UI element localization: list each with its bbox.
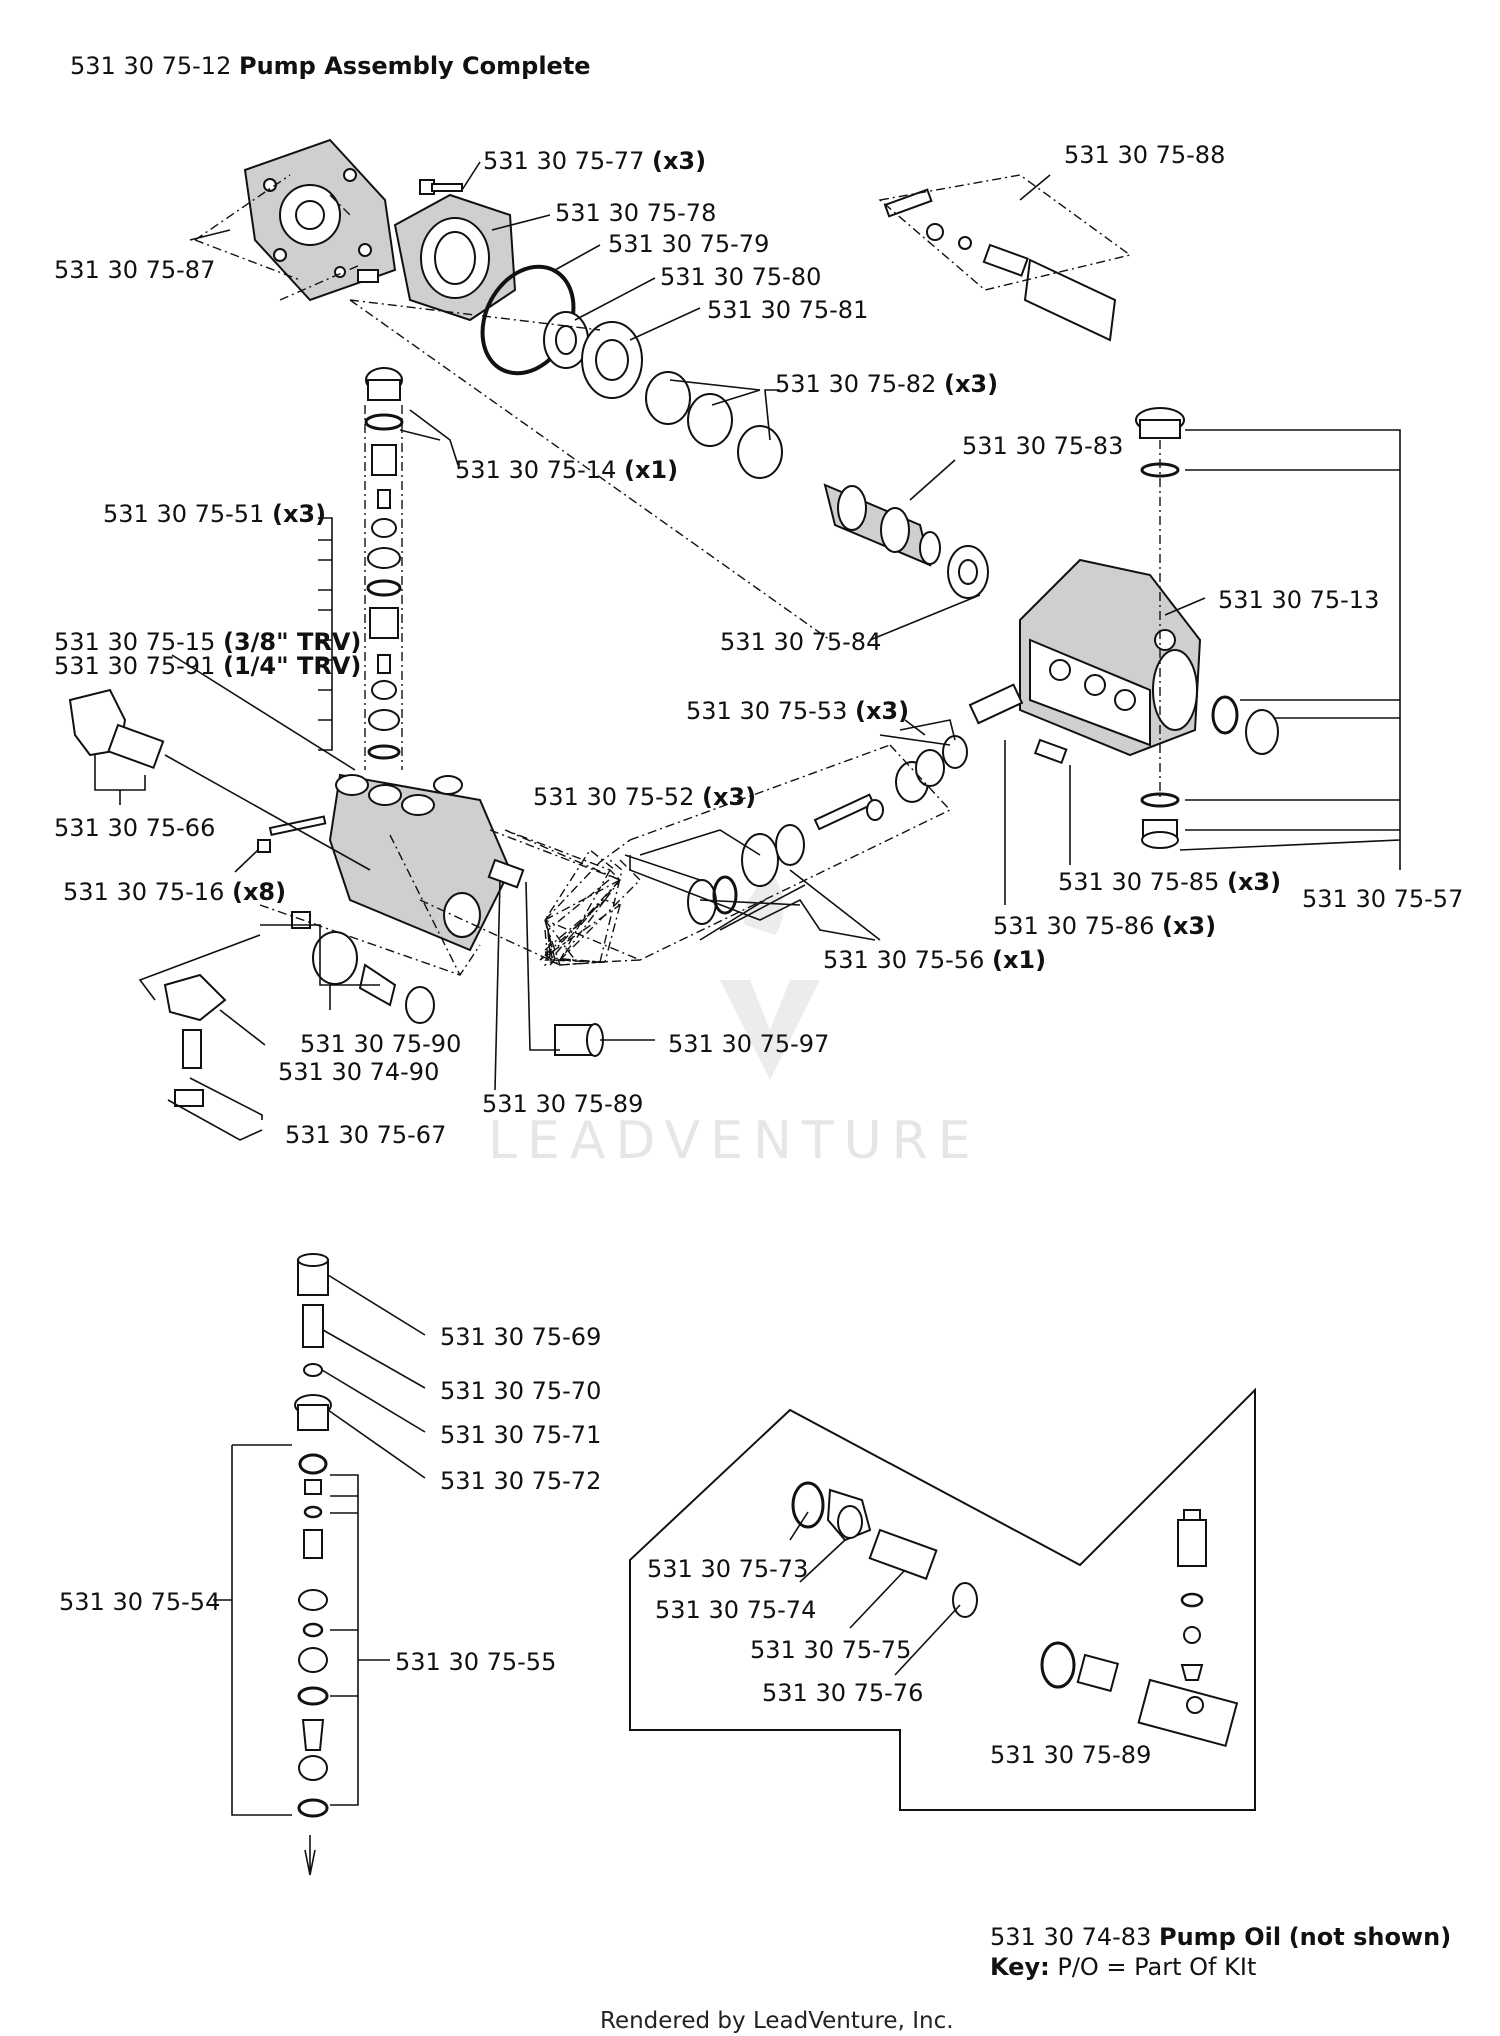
footer-credit: Rendered by LeadVenture, Inc. xyxy=(600,2008,954,2034)
label-531-30-75-90: 531 30 75-90 xyxy=(300,1030,461,1058)
leadventure-watermark: LEADVENTURE xyxy=(488,860,981,1171)
label-531-30-75-15: 531 30 75-15 (3/8" TRV) xyxy=(54,628,361,656)
label-531-30-75-73: 531 30 75-73 xyxy=(647,1555,808,1583)
label-531-30-75-52: 531 30 75-52 (x3) xyxy=(533,783,756,811)
pump-oil-note: 531 30 74-83 Pump Oil (not shown) xyxy=(990,1923,1451,1951)
side-plug xyxy=(1211,695,1279,755)
label-531-30-75-82: 531 30 75-82 (x3) xyxy=(775,370,998,398)
label-531-30-75-76: 531 30 75-76 xyxy=(762,1679,923,1707)
label-531-30-75-87: 531 30 75-87 xyxy=(54,256,215,284)
thermal-relief-parts xyxy=(163,973,227,1107)
outlet-fitting xyxy=(554,1023,604,1057)
connecting-rods xyxy=(645,371,783,479)
oil-seal xyxy=(543,311,589,369)
label-531-30-75-81: 531 30 75-81 xyxy=(707,296,868,324)
part-labels: 531 30 75-77 (x3) 531 30 75-78 531 30 75… xyxy=(54,141,1463,1769)
notes: 531 30 74-83 Pump Oil (not shown) Key: P… xyxy=(990,1923,1451,1981)
bearing-flange xyxy=(393,193,517,322)
label-531-30-75-83: 531 30 75-83 xyxy=(962,432,1123,460)
leader-lines-upper xyxy=(94,161,1401,1141)
label-531-30-75-88: 531 30 75-88 xyxy=(1064,141,1225,169)
label-531-30-75-67: 531 30 75-67 xyxy=(285,1121,446,1149)
label-531-30-75-84: 531 30 75-84 xyxy=(720,628,881,656)
end-plate xyxy=(243,138,397,302)
sight-glass-kit xyxy=(883,188,1117,342)
label-531-30-75-85: 531 30 75-85 (x3) xyxy=(1058,868,1281,896)
ball-bearing xyxy=(581,321,643,399)
unloader-valve-stack xyxy=(294,1253,332,1876)
label-531-30-75-91: 531 30 75-91 (1/4" TRV) xyxy=(54,652,361,680)
crankcase xyxy=(1019,558,1202,757)
title-part: 531 30 75-12 xyxy=(70,52,231,80)
label-531-30-75-13: 531 30 75-13 xyxy=(1218,586,1379,614)
label-531-30-75-51: 531 30 75-51 (x3) xyxy=(103,500,326,528)
bolt xyxy=(419,179,463,195)
label-531-30-75-55: 531 30 75-55 xyxy=(395,1648,556,1676)
leader-lines-lower-right xyxy=(789,1511,961,1676)
key-note: Key: P/O = Part Of KIt xyxy=(990,1953,1256,1981)
crank-bearing xyxy=(947,545,989,599)
label-531-30-75-71: 531 30 75-71 xyxy=(440,1421,601,1449)
manifold-bolt xyxy=(257,815,327,853)
label-531-30-75-66: 531 30 75-66 xyxy=(54,814,215,842)
label-531-30-75-16: 531 30 75-16 (x8) xyxy=(63,878,286,906)
label-531-30-75-74: 531 30 75-74 xyxy=(655,1596,816,1624)
label-531-30-75-80: 531 30 75-80 xyxy=(660,263,821,291)
label-531-30-75-54: 531 30 75-54 xyxy=(59,1588,220,1616)
unloader-parts xyxy=(291,911,435,1024)
label-531-30-74-90: 531 30 74-90 xyxy=(278,1058,439,1086)
label-531-30-75-89-upper: 531 30 75-89 xyxy=(482,1090,643,1118)
crankshaft xyxy=(823,483,941,567)
label-531-30-75-75: 531 30 75-75 xyxy=(750,1636,911,1664)
drain-plug xyxy=(1140,792,1180,849)
label-531-30-75-97: 531 30 75-97 xyxy=(668,1030,829,1058)
label-531-30-75-86: 531 30 75-86 (x3) xyxy=(993,912,1216,940)
label-531-30-75-14: 531 30 75-14 (x1) xyxy=(455,456,678,484)
pump-manifold xyxy=(328,773,525,952)
label-531-30-75-57: 531 30 75-57 xyxy=(1302,885,1463,913)
label-531-30-75-72: 531 30 75-72 xyxy=(440,1467,601,1495)
check-valve-stack xyxy=(364,367,404,760)
watermark-text: LEADVENTURE xyxy=(488,1111,981,1171)
plunger-assembly xyxy=(687,683,1068,925)
diagram-title: 531 30 75-12 Pump Assembly Complete xyxy=(70,52,591,80)
label-531-30-75-53: 531 30 75-53 (x3) xyxy=(686,697,909,725)
leader-lines-lower-left xyxy=(213,1274,426,1816)
oil-cap xyxy=(1135,407,1185,478)
label-531-30-75-89-detail: 531 30 75-89 xyxy=(990,1741,1151,1769)
label-531-30-75-70: 531 30 75-70 xyxy=(440,1377,601,1405)
label-531-30-75-69: 531 30 75-69 xyxy=(440,1323,601,1351)
label-531-30-75-79: 531 30 75-79 xyxy=(608,230,769,258)
label-531-30-75-77: 531 30 75-77 (x3) xyxy=(483,147,706,175)
inlet-fitting xyxy=(68,688,165,770)
detail-box xyxy=(629,1387,1256,1811)
label-531-30-75-78: 531 30 75-78 xyxy=(555,199,716,227)
upper-assembly xyxy=(68,138,1279,1107)
label-531-30-75-56: 531 30 75-56 (x1) xyxy=(823,946,1046,974)
title-name: Pump Assembly Complete xyxy=(239,52,591,80)
